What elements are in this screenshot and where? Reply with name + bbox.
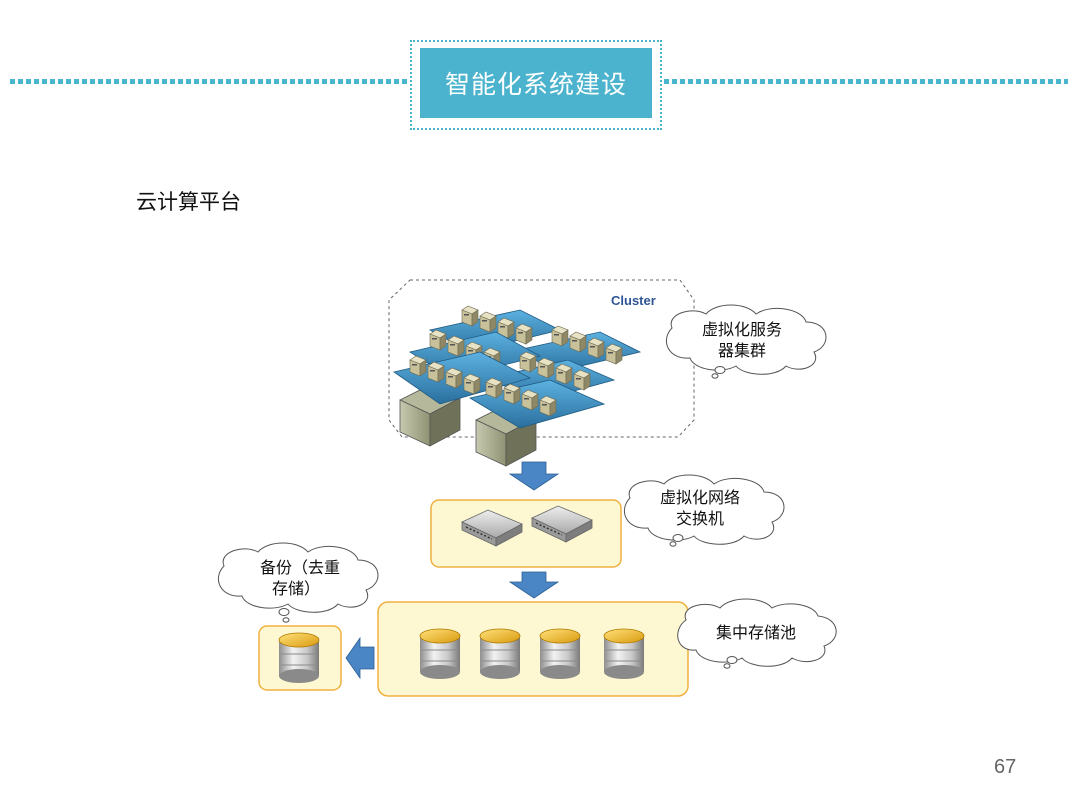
title-rule-right (664, 79, 1068, 84)
slide-subtitle: 云计算平台 (136, 190, 241, 214)
callout-backup-line2: 存储） (272, 579, 320, 598)
storage-disk-icon (603, 628, 645, 680)
title-rule-left (10, 79, 410, 84)
callout-server-cluster: 虚拟化服务 器集群 (666, 304, 827, 379)
title-box: 智能化系统建设 (410, 40, 662, 130)
backup-disk-icon (278, 632, 320, 684)
server-rack-tray (393, 351, 532, 405)
arrow-left-icon (345, 636, 375, 680)
callout-network-switch-line1: 虚拟化网络 (660, 488, 740, 507)
storage-disk-icon (539, 628, 581, 680)
server-rack-tray (468, 377, 606, 429)
callout-server-cluster-line2: 器集群 (718, 341, 766, 360)
slide-title: 智能化系统建设 (420, 48, 652, 118)
callout-backup-line1: 备份（去重 (260, 558, 340, 577)
cluster-frame (388, 279, 695, 438)
arrow-down-icon (508, 461, 560, 491)
callout-backup: 备份（去重 存储） (218, 542, 379, 623)
storage-disk-icon (419, 628, 461, 680)
network-switch-panel (430, 499, 622, 568)
storage-disk-icon (479, 628, 521, 680)
page-number: 67 (994, 756, 1017, 778)
cluster-label: Cluster (611, 293, 656, 308)
callout-network-switch: 虚拟化网络 交换机 (624, 474, 785, 547)
arrow-down-icon (508, 571, 560, 599)
callout-server-cluster-line1: 虚拟化服务 (702, 320, 782, 339)
callout-storage-pool: 集中存储池 (677, 598, 837, 669)
callout-storage-pool-line1: 集中存储池 (716, 623, 796, 642)
callout-network-switch-line2: 交换机 (676, 509, 724, 528)
